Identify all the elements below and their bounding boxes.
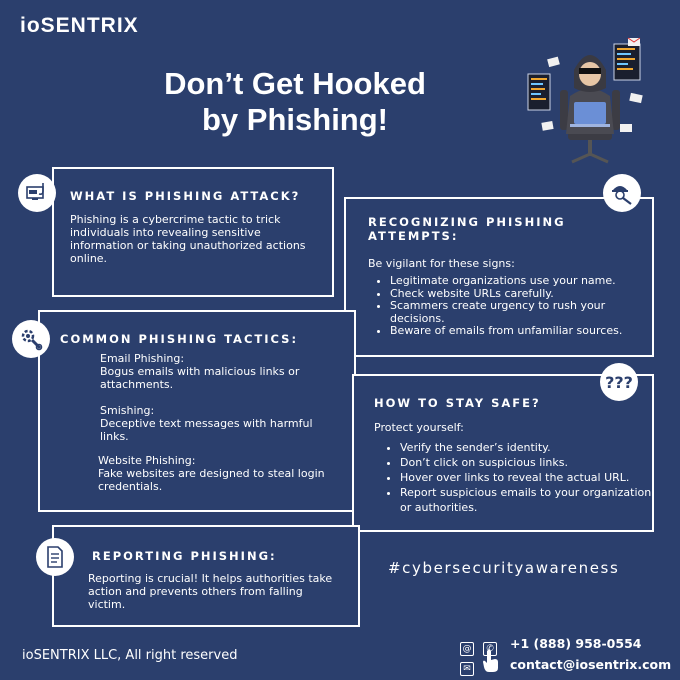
- hashtag: #cybersecurityawareness: [388, 559, 620, 577]
- list-item: Check website URLs carefully.: [390, 287, 660, 301]
- envelope-icon-wrap: ✉: [460, 656, 474, 676]
- hacker-magnifier-icon: [612, 186, 632, 205]
- copyright: ioSENTRIX LLC, All right reserved: [22, 648, 238, 663]
- envelope-icon: ✉: [460, 662, 474, 676]
- card-recognizing-phishing: RECOGNIZING PHISHING ATTEMPTS: Be vigila…: [344, 197, 654, 357]
- card-intro: Protect yourself:: [374, 421, 464, 434]
- list-item: Hover over links to reveal the actual UR…: [400, 470, 660, 485]
- safety-list: Verify the sender’s identity. Don’t clic…: [378, 440, 660, 515]
- gear-wrench-icon: [21, 329, 43, 351]
- card-common-tactics: COMMON PHISHING TACTICS: Email Phishing:…: [38, 310, 356, 512]
- card-title: COMMON PHISHING TACTICS:: [60, 332, 299, 346]
- tools-badge: [12, 320, 50, 358]
- title-line-2: ATTEMPTS:: [368, 229, 459, 243]
- tactic-email: Email Phishing: Bogus emails with malici…: [100, 352, 336, 391]
- computer-hook-badge: [18, 174, 56, 212]
- tactic-smishing: Smishing: Deceptive text messages with h…: [100, 404, 336, 443]
- title-line-1: Don’t Get Hooked: [164, 66, 426, 101]
- signs-list: Legitimate organizations use your name. …: [368, 274, 660, 338]
- card-title: REPORTING PHISHING:: [92, 549, 277, 563]
- tactic-desc: Bogus emails with malicious links or att…: [100, 365, 300, 391]
- list-item: Verify the sender’s identity.: [400, 440, 660, 455]
- tactic-desc: Fake websites are designed to steal logi…: [98, 467, 325, 493]
- card-reporting: REPORTING PHISHING: Reporting is crucial…: [52, 525, 360, 627]
- title-line-2: by Phishing!: [202, 102, 388, 137]
- card-intro: Be vigilant for these signs:: [368, 257, 515, 270]
- card-text: Reporting is crucial! It helps authoriti…: [88, 572, 333, 611]
- list-item: Legitimate organizations use your name.: [390, 274, 660, 288]
- list-item: Report suspicious emails to your organiz…: [400, 485, 660, 515]
- question-marks-icon: ???: [600, 363, 638, 401]
- tactic-name: Website Phishing:: [98, 454, 196, 467]
- list-item: Scammers create urgency to rush your dec…: [390, 299, 660, 325]
- document-icon: [47, 546, 63, 568]
- at-sign-icon: @: [460, 642, 474, 656]
- phone-link[interactable]: +1 (888) 958-0554: [510, 636, 642, 651]
- document-badge: [36, 538, 74, 576]
- card-title: WHAT IS PHISHING ATTACK?: [70, 189, 301, 203]
- hacker-badge: [603, 174, 641, 212]
- tactic-name: Smishing:: [100, 404, 155, 417]
- page-title: Don’t Get Hooked by Phishing!: [120, 66, 470, 138]
- list-item: Beware of emails from unfamiliar sources…: [390, 324, 660, 338]
- hacker-illustration: [527, 37, 643, 164]
- pointer-hand-icon: [483, 649, 498, 672]
- card-text: Phishing is a cybercrime tactic to trick…: [70, 213, 306, 265]
- title-line-1: RECOGNIZING PHISHING: [368, 215, 566, 229]
- card-title: HOW TO STAY SAFE?: [374, 396, 541, 410]
- card-what-is-phishing: WHAT IS PHISHING ATTACK? Phishing is a c…: [52, 167, 334, 297]
- card-stay-safe: HOW TO STAY SAFE? Protect yourself: Veri…: [352, 374, 654, 532]
- computer-hook-icon: [26, 183, 44, 200]
- tactic-desc: Deceptive text messages with harmful lin…: [100, 417, 313, 443]
- tactic-website: Website Phishing: Fake websites are desi…: [98, 454, 334, 493]
- list-item: Don’t click on suspicious links.: [400, 455, 660, 470]
- email-link[interactable]: contact@iosentrix.com: [510, 657, 672, 672]
- card-title: RECOGNIZING PHISHING ATTEMPTS:: [368, 215, 566, 243]
- brand-logo: ioSENTRIX: [20, 14, 139, 37]
- tactic-name: Email Phishing:: [100, 352, 185, 365]
